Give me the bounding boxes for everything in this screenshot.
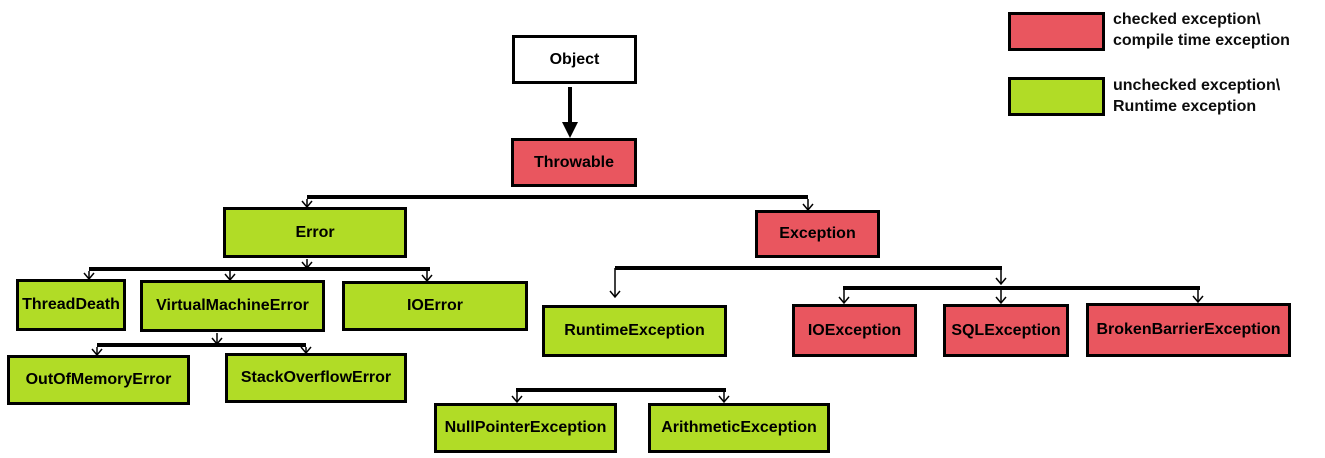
node-thread-death: ThreadDeath [16, 279, 126, 331]
legend-unchecked-line1: unchecked exception\ [1113, 77, 1281, 94]
node-runtime-exception: RuntimeException [542, 305, 727, 357]
node-null-pointer-exception: NullPointerException [434, 403, 617, 453]
node-out-of-memory-error: OutOfMemoryError [7, 355, 190, 405]
node-io-error: IOError [342, 281, 528, 331]
legend-checked-line1: checked exception\ [1113, 11, 1261, 28]
legend-unchecked-label: unchecked exception\ Runtime exception [1113, 75, 1280, 117]
node-io-exception: IOException [792, 304, 917, 357]
legend-checked-label: checked exception\ compile time exceptio… [1113, 9, 1290, 51]
node-error: Error [223, 207, 407, 258]
node-stack-overflow-error: StackOverflowError [225, 353, 407, 403]
node-broken-barrier-exception: BrokenBarrierException [1086, 303, 1291, 357]
node-exception: Exception [755, 210, 880, 258]
node-sql-exception: SQLException [943, 304, 1069, 357]
legend-unchecked-swatch [1008, 77, 1105, 116]
legend-checked-swatch [1008, 12, 1105, 51]
node-object: Object [512, 35, 637, 84]
legend-unchecked-line2: Runtime exception [1113, 98, 1257, 115]
node-throwable: Throwable [511, 138, 637, 187]
node-arithmetic-exception: ArithmeticException [648, 403, 830, 453]
node-virtual-machine-error: VirtualMachineError [140, 280, 325, 332]
legend-checked-line2: compile time exception [1113, 32, 1290, 49]
